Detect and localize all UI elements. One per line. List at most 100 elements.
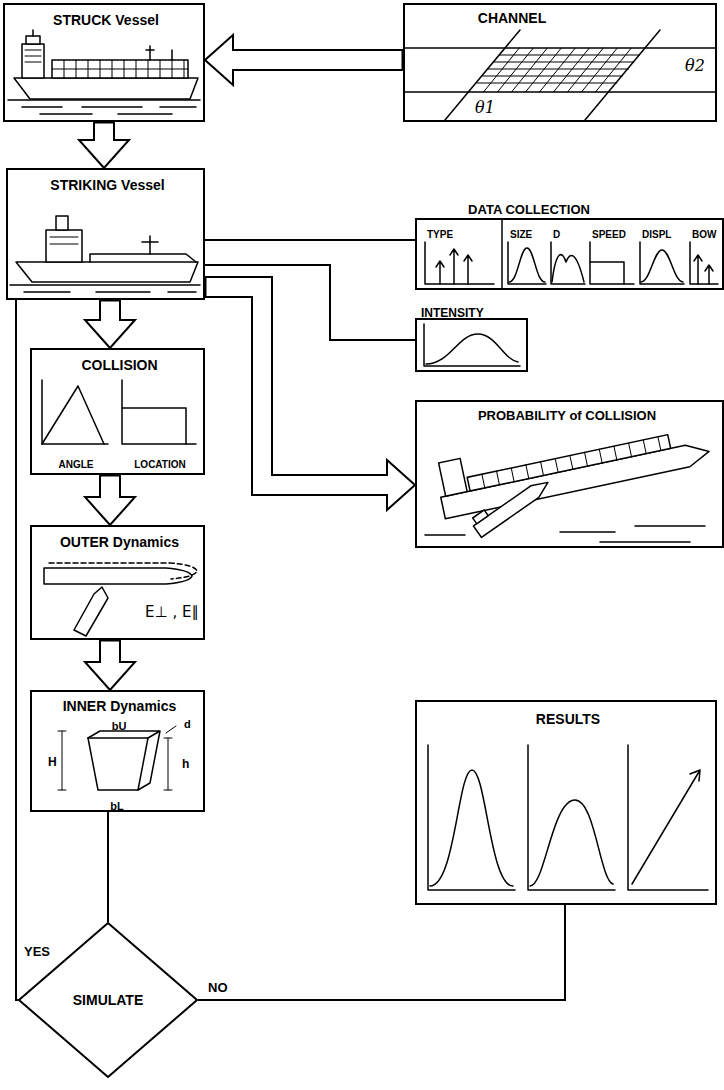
chart-axes bbox=[551, 242, 585, 284]
figure-label: TYPE bbox=[427, 229, 453, 240]
connector-line bbox=[107, 812, 109, 922]
box-title: CHANNEL bbox=[478, 10, 546, 26]
process-box: STRIKING Vessel bbox=[6, 168, 205, 300]
arrow-head bbox=[205, 35, 233, 85]
chart-axes bbox=[640, 242, 684, 284]
speed-step bbox=[590, 262, 624, 284]
cross-section-depth bbox=[88, 731, 160, 790]
process-box: STRUCK Vessel bbox=[3, 3, 205, 122]
draught-curve bbox=[552, 255, 584, 282]
ship-mast bbox=[142, 236, 158, 254]
box-title: RESULTS bbox=[536, 711, 600, 727]
figure-label: SPEED bbox=[592, 229, 626, 240]
box-title: OUTER Dynamics bbox=[60, 534, 179, 550]
ship-forecastle bbox=[90, 254, 196, 262]
cross-section-front bbox=[88, 738, 148, 790]
chart-axes bbox=[528, 745, 615, 890]
size-curve bbox=[509, 248, 545, 282]
displaced-hull-plan bbox=[49, 563, 197, 579]
water-line bbox=[425, 526, 705, 542]
edge-label: YES bbox=[22, 944, 52, 959]
ship-bridge bbox=[439, 458, 468, 496]
ship-hull bbox=[16, 262, 198, 282]
container-stack bbox=[52, 60, 188, 78]
ship-hull bbox=[14, 78, 198, 99]
figure-label: θ2 bbox=[685, 56, 705, 75]
process-box: RESULTS bbox=[415, 700, 717, 905]
process-box: COLLISION ANGLE LOCATION bbox=[30, 348, 205, 475]
chart-axes bbox=[628, 745, 708, 890]
figure-label: BOW bbox=[692, 229, 716, 240]
type-bars bbox=[436, 249, 472, 284]
ship-funnel bbox=[56, 216, 68, 230]
figure-label: E⊥ , E∥ bbox=[145, 603, 199, 621]
connector bbox=[16, 300, 18, 1000]
chart-axes bbox=[424, 324, 520, 366]
block-arrow bbox=[205, 35, 403, 85]
figure-label: D bbox=[553, 229, 560, 240]
arrow-shaft-fill bbox=[95, 124, 113, 142]
box-title: INTENSITY bbox=[421, 306, 484, 320]
edge-label: NO bbox=[206, 980, 230, 995]
figure-label: ANGLE bbox=[59, 459, 94, 470]
connector-line bbox=[16, 300, 18, 1000]
arrow-shaft-fill bbox=[101, 302, 119, 322]
striking-hull-plan bbox=[74, 587, 108, 636]
box-title: STRIKING Vessel bbox=[50, 177, 164, 193]
connector bbox=[198, 905, 565, 1000]
bridge-windows bbox=[25, 50, 41, 62]
block-arrow bbox=[85, 300, 135, 348]
process-box: CHANNEL θ2 θ1 bbox=[403, 3, 717, 122]
block-arrow bbox=[85, 475, 135, 525]
process-box: INNER DynamicsbUdHhbL bbox=[30, 690, 205, 812]
container-stack bbox=[467, 435, 670, 491]
box-title: PROBABILITY of COLLISION bbox=[478, 408, 656, 423]
figure-label: SIZE bbox=[510, 229, 532, 240]
ship-bridge bbox=[46, 230, 82, 262]
box-title: SIMULATE bbox=[73, 992, 144, 1008]
container-lines bbox=[482, 437, 661, 488]
location-distribution bbox=[122, 408, 186, 444]
figure-label: θ1 bbox=[475, 98, 495, 117]
intensity-curve bbox=[426, 334, 518, 364]
water-line bbox=[10, 285, 200, 292]
box-title: INNER Dynamics bbox=[63, 698, 177, 714]
process-box: INTENSITY bbox=[415, 318, 528, 372]
arrow-head bbox=[85, 320, 135, 348]
result-trend bbox=[632, 770, 700, 884]
connector bbox=[205, 240, 415, 241]
block-arrow bbox=[79, 122, 129, 168]
arrow-shaft-fill bbox=[101, 477, 119, 499]
chart-axes bbox=[42, 380, 108, 444]
figure-label: LOCATION bbox=[134, 459, 185, 470]
chart-axes bbox=[425, 242, 494, 284]
arrow-shaft-outline bbox=[205, 287, 387, 485]
block-arrow bbox=[205, 287, 415, 510]
box-title: COLLISION bbox=[81, 357, 157, 373]
connector-line bbox=[198, 905, 565, 1000]
angle-distribution bbox=[42, 386, 104, 444]
box-title: DATA COLLECTION bbox=[468, 202, 590, 217]
chart-axes bbox=[590, 242, 634, 284]
striking-ship-hull bbox=[473, 477, 551, 538]
bow-bars bbox=[694, 255, 713, 284]
arrow-head bbox=[85, 662, 135, 690]
result-distribution bbox=[530, 800, 613, 886]
ship-funnel bbox=[26, 36, 40, 44]
column-divider bbox=[501, 219, 503, 289]
arrow-head bbox=[85, 497, 135, 525]
ship-mast bbox=[33, 30, 172, 60]
result-distribution bbox=[430, 770, 513, 886]
container-lines bbox=[52, 60, 188, 78]
chart-axes bbox=[428, 745, 515, 890]
diamond-shape bbox=[19, 923, 197, 1077]
arrow-head bbox=[387, 460, 415, 510]
struck-hull-plan bbox=[44, 568, 192, 584]
figure-label: bU bbox=[112, 720, 127, 732]
chart-axes bbox=[122, 380, 196, 444]
box-title: STRUCK Vessel bbox=[53, 12, 159, 28]
block-arrow bbox=[85, 640, 135, 690]
ship-bridge bbox=[473, 510, 488, 524]
arrow-shaft-fill bbox=[101, 642, 119, 664]
arrow-shaft-fill bbox=[207, 287, 389, 485]
